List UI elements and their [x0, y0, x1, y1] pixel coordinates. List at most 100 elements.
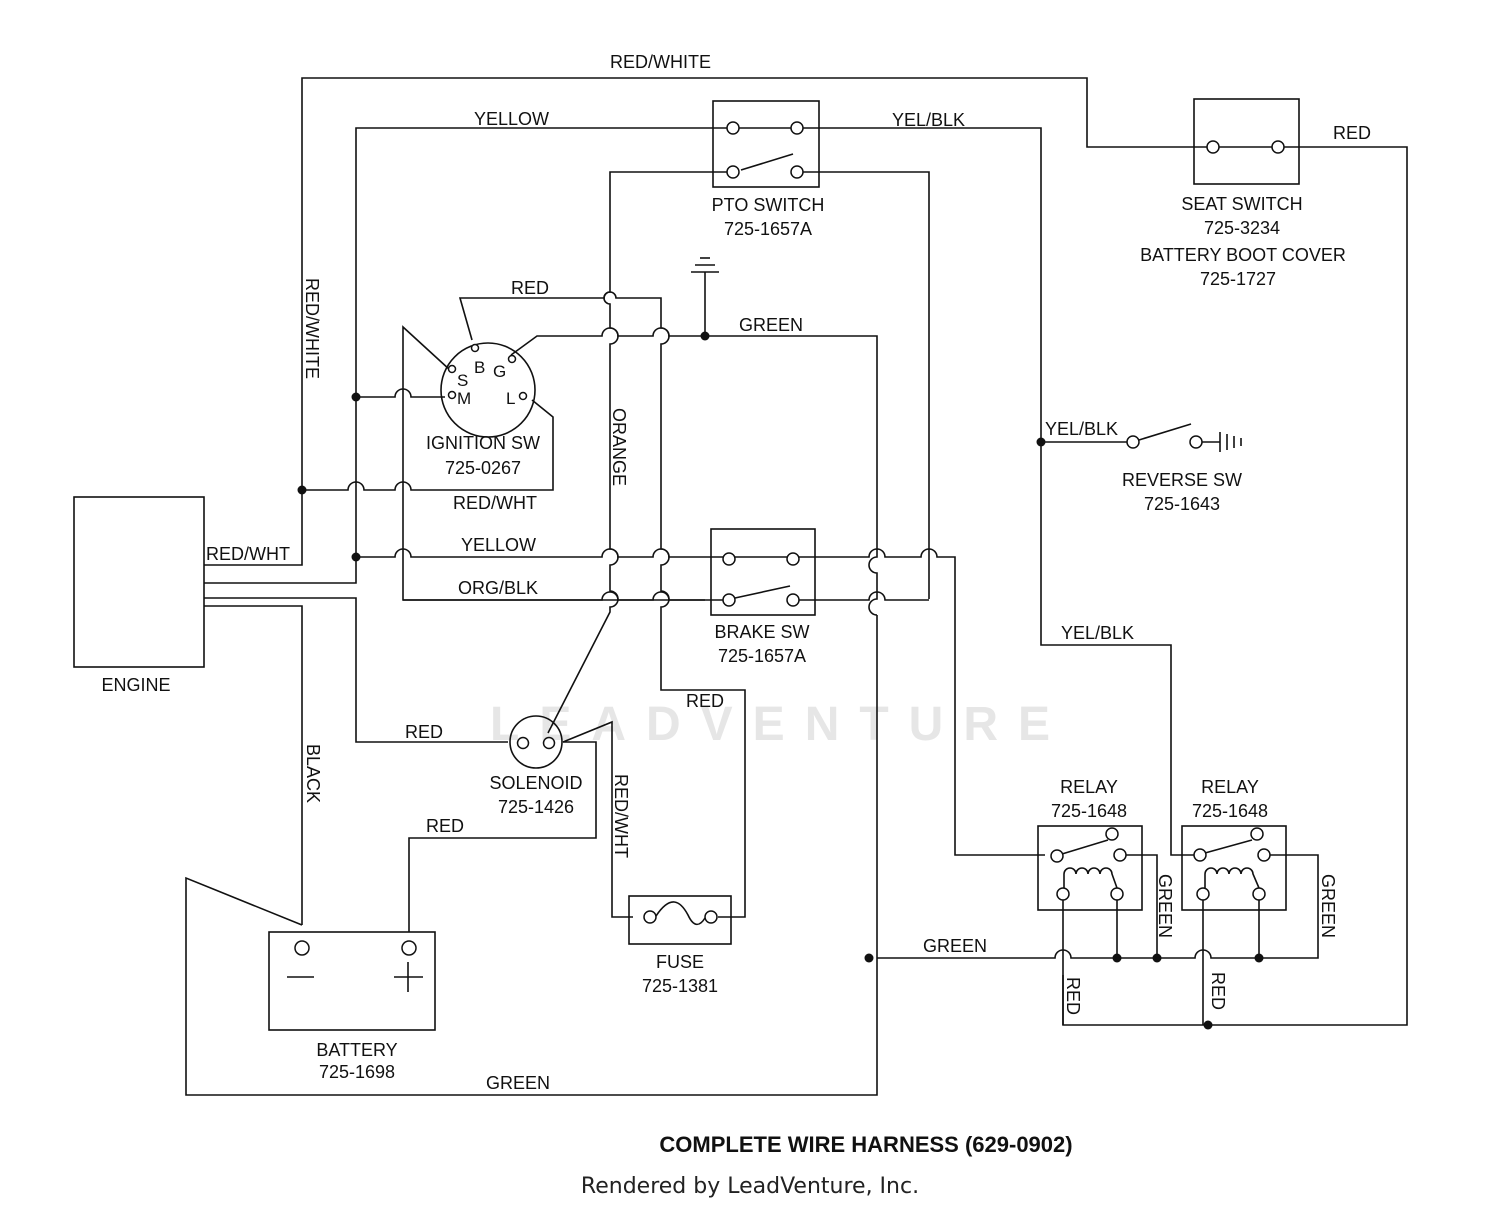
wire-yellow-top: [355, 127, 733, 557]
relay-1: RELAY 725-1648: [1037, 777, 1143, 911]
wire-label: BLACK: [303, 744, 323, 803]
wire-brake-top: [797, 548, 1045, 856]
relay-2-part: 725-1648: [1192, 801, 1268, 821]
wire-yellow-mid: [356, 548, 727, 558]
wire-pto-brake: [797, 171, 930, 599]
wire-ignition-m: [356, 388, 445, 398]
wire-label: YELLOW: [474, 109, 549, 129]
wire-label: GREEN: [1318, 874, 1338, 938]
junction-dot: [1036, 437, 1046, 447]
engine: ENGINE: [73, 496, 205, 695]
ignition-switch: S B G M L IGNITION SW 725-0267: [426, 342, 540, 478]
relay-2-name: RELAY: [1201, 777, 1259, 797]
wire-label: RED: [426, 816, 464, 836]
wire-label: YELLOW: [461, 535, 536, 555]
brake-switch-part: 725-1657A: [718, 646, 806, 666]
wire-solenoid-red-wht: [562, 720, 633, 918]
junction-dot: [297, 485, 307, 495]
credit-text: Rendered by LeadVenture, Inc.: [580, 1174, 920, 1199]
wire-label: GREEN: [1155, 874, 1175, 938]
wire-green-relay-bus: [877, 854, 1319, 959]
junction-dot: [1203, 1020, 1213, 1030]
junctions: [297, 331, 1264, 1030]
wire-green-ignition: [510, 327, 878, 616]
wire-red-white-top: [301, 77, 1213, 490]
solenoid-name: SOLENOID: [489, 773, 582, 793]
reverse-switch: REVERSE SW 725-1643: [1122, 423, 1242, 514]
fuse: FUSE 725-1381: [628, 895, 732, 996]
seat-switch-name: SEAT SWITCH: [1181, 194, 1302, 214]
ignition-switch-part: 725-0267: [445, 458, 521, 478]
wire-label: YEL/BLK: [1061, 623, 1134, 643]
wire-red-ignition: [458, 291, 746, 918]
wire-label: RED: [686, 691, 724, 711]
wire-label: RED/WHITE: [302, 278, 322, 379]
battery: BATTERY 725-1698: [268, 931, 436, 1082]
battery-part: 725-1698: [319, 1062, 395, 1082]
ignition-pin-s: S: [457, 371, 468, 390]
wire-label: RED/WHT: [453, 493, 537, 513]
wire-label: GREEN: [739, 315, 803, 335]
battery-boot-cover-name: BATTERY BOOT COVER: [1140, 245, 1346, 265]
relay-coil-icon: [1204, 867, 1260, 889]
wire-red-wht-ignition: [302, 399, 554, 491]
wire-engine-2: [204, 557, 357, 584]
ignition-pin-g: G: [493, 362, 506, 381]
pto-switch: PTO SWITCH 725-1657A: [712, 100, 824, 239]
wire-label: RED/WHT: [611, 774, 631, 858]
ground-icon: [691, 257, 719, 273]
wire-yel-blk-top: [797, 127, 1205, 856]
wires: [185, 77, 1408, 1096]
relay-1-part: 725-1648: [1051, 801, 1127, 821]
wire-label: RED/WHT: [206, 544, 290, 564]
junction-dot: [700, 331, 710, 341]
ignition-switch-name: IGNITION SW: [426, 433, 540, 453]
reverse-switch-part: 725-1643: [1144, 494, 1220, 514]
wire-label: GREEN: [923, 936, 987, 956]
relay-1-name: RELAY: [1060, 777, 1118, 797]
wire-label: RED/WHITE: [610, 52, 711, 72]
junction-dot: [351, 392, 361, 402]
wire-label: RED: [1063, 977, 1083, 1015]
ignition-pin-b: B: [474, 358, 485, 377]
solenoid: SOLENOID 725-1426: [489, 715, 583, 817]
diagram-title: COMPLETE WIRE HARNESS (629-0902): [659, 1132, 1073, 1157]
ignition-pin-l: L: [506, 389, 515, 408]
relay-2: RELAY 725-1648: [1181, 777, 1287, 911]
wire-label: RED: [511, 278, 549, 298]
wire-orange: [547, 171, 733, 734]
wire-labels: RED/WHITE YELLOW YEL/BLK RED RED/WHITE R…: [206, 52, 1371, 1093]
brake-switch-name: BRAKE SW: [714, 622, 809, 642]
wire-label: ORG/BLK: [458, 578, 538, 598]
battery-name: BATTERY: [316, 1040, 397, 1060]
seat-switch: SEAT SWITCH 725-3234 BATTERY BOOT COVER …: [1140, 98, 1346, 289]
relay-coil-icon: [1063, 867, 1118, 889]
wire-solenoid-red-battery: [408, 741, 597, 932]
junction-dot: [864, 953, 874, 963]
wire-label: RED: [1208, 972, 1228, 1010]
wire-org-blk: [403, 591, 727, 601]
brake-switch: BRAKE SW 725-1657A: [710, 528, 816, 666]
pto-switch-part: 725-1657A: [724, 219, 812, 239]
ignition-pin-m: M: [457, 389, 471, 408]
wire-label: GREEN: [486, 1073, 550, 1093]
ground-icon: [1219, 432, 1242, 452]
watermark: LEADVENTURE: [490, 698, 1070, 751]
wire-label: RED: [1333, 123, 1371, 143]
wire-engine-black: [204, 605, 303, 925]
wire-label: YEL/BLK: [892, 110, 965, 130]
wire-brake-bottom: [797, 591, 929, 601]
wire-engine-3: [204, 597, 508, 743]
junction-dot: [351, 552, 361, 562]
fuse-name: FUSE: [656, 952, 704, 972]
wire-label: RED: [405, 722, 443, 742]
wire-green-long: [185, 615, 878, 1096]
reverse-switch-name: REVERSE SW: [1122, 470, 1242, 490]
battery-boot-cover-part: 725-1727: [1200, 269, 1276, 289]
junction-dot: [1152, 953, 1162, 963]
wire-relay1-green: [1122, 854, 1158, 958]
solenoid-part: 725-1426: [498, 797, 574, 817]
seat-switch-part: 725-3234: [1204, 218, 1280, 238]
wire-label: ORANGE: [609, 408, 629, 486]
